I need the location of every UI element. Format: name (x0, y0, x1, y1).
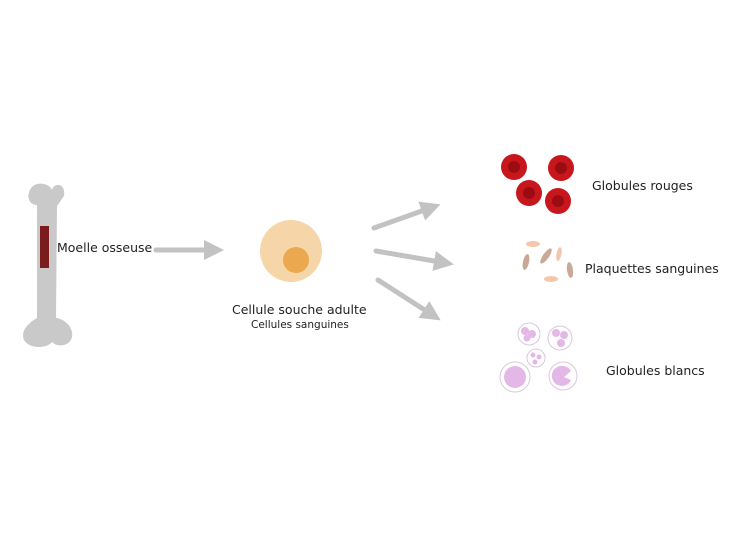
platelets-icon (522, 241, 574, 282)
white-blood-cell (548, 361, 578, 391)
white-blood-cell (547, 325, 573, 351)
marrow-marker (40, 226, 49, 268)
platelet (544, 276, 558, 282)
platelet (540, 248, 552, 264)
red-blood-cell (516, 180, 542, 206)
arrow-to-red-cells (371, 201, 441, 231)
white-blood-cells-icon (499, 322, 578, 393)
label-stem-cell-sub: Cellules sanguines (251, 319, 349, 331)
stem-cell-icon (260, 220, 322, 282)
white-blood-cell (499, 361, 531, 393)
platelet (566, 262, 574, 278)
label-red-cells: Globules rouges (592, 178, 693, 193)
label-white-cells: Globules blancs (606, 363, 705, 378)
platelet (526, 241, 540, 247)
white-blood-cell (526, 348, 546, 368)
platelet (556, 247, 562, 261)
red-blood-cell (501, 154, 527, 180)
bone-icon (23, 183, 73, 347)
red-blood-cell (548, 155, 574, 181)
red-blood-cell (545, 188, 571, 214)
label-platelets: Plaquettes sanguines (585, 261, 719, 276)
arrow-to-white-cells (375, 277, 441, 321)
label-bone-marrow: Moelle osseuse (57, 240, 153, 255)
label-stem-cell: Cellule souche adulte (232, 302, 367, 317)
arrow-to-platelets (373, 248, 454, 271)
platelet (522, 254, 530, 270)
red-blood-cells-icon (501, 154, 574, 214)
white-blood-cell (517, 322, 541, 346)
